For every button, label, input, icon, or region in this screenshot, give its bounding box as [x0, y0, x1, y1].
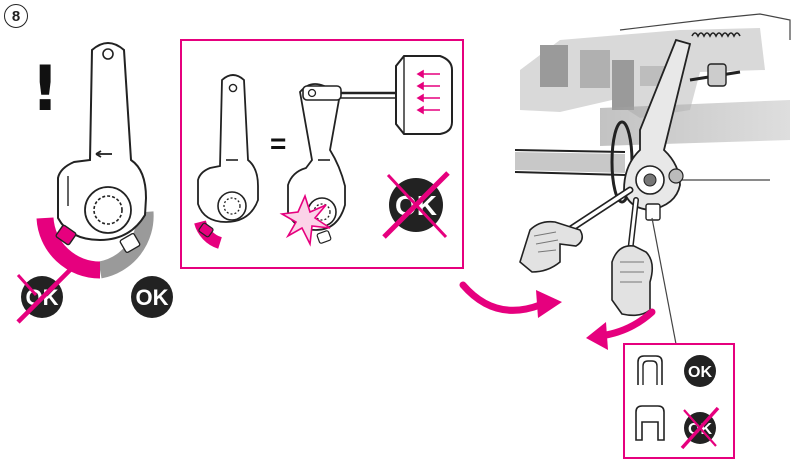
- svg-text:OK: OK: [136, 285, 169, 310]
- ok-crossed-icon: OK: [384, 173, 448, 237]
- small-slack-adjuster: [198, 75, 258, 243]
- rotation-arrow-icon: [463, 285, 562, 318]
- hand-icon: [520, 222, 582, 272]
- ok-badge-icon: OK: [131, 276, 173, 318]
- ok-crossed-icon: OK: [18, 268, 72, 322]
- callout-line: [652, 218, 676, 344]
- hand-icon: [612, 246, 652, 316]
- vehicle-axle-scene: [515, 14, 790, 210]
- ok-crossed-icon: OK: [682, 408, 718, 448]
- large-slack-adjuster: [45, 43, 146, 270]
- clip-inset-frame: [624, 344, 734, 458]
- ok-badge-icon: OK: [684, 355, 716, 387]
- svg-text:OK: OK: [688, 364, 712, 381]
- wrench-icon: [566, 190, 630, 232]
